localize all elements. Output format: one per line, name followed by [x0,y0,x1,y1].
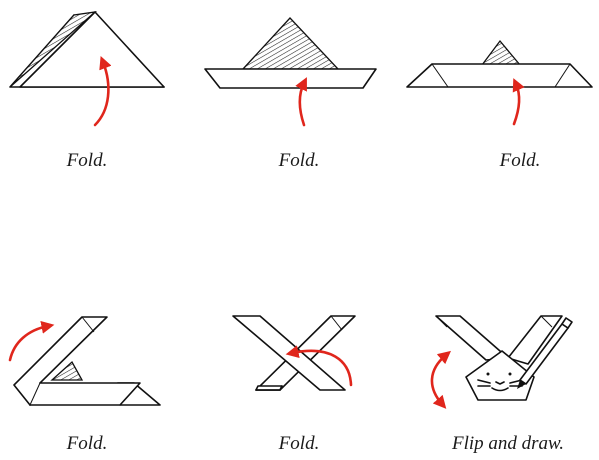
fold-up-arrow-icon [514,84,519,124]
step-3-caption: Fold. [500,150,541,172]
step-3: Fold. [400,0,599,200]
step-2-caption: Fold. [279,150,320,172]
curved-arrow-icon [10,326,48,360]
step-6: Flip and draw. [400,290,599,460]
step-2: Fold. [200,0,400,200]
flip-arrow-icon [432,355,446,404]
step-5: Fold. [200,290,400,460]
step-4: Fold. [0,290,200,460]
step-6-caption: Flip and draw. [452,433,564,455]
step-4-caption: Fold. [67,433,108,455]
fold-up-arrow-icon [300,83,304,125]
step-1-caption: Fold. [67,150,108,172]
step-1: Fold. [0,0,200,200]
step-5-caption: Fold. [279,433,320,455]
